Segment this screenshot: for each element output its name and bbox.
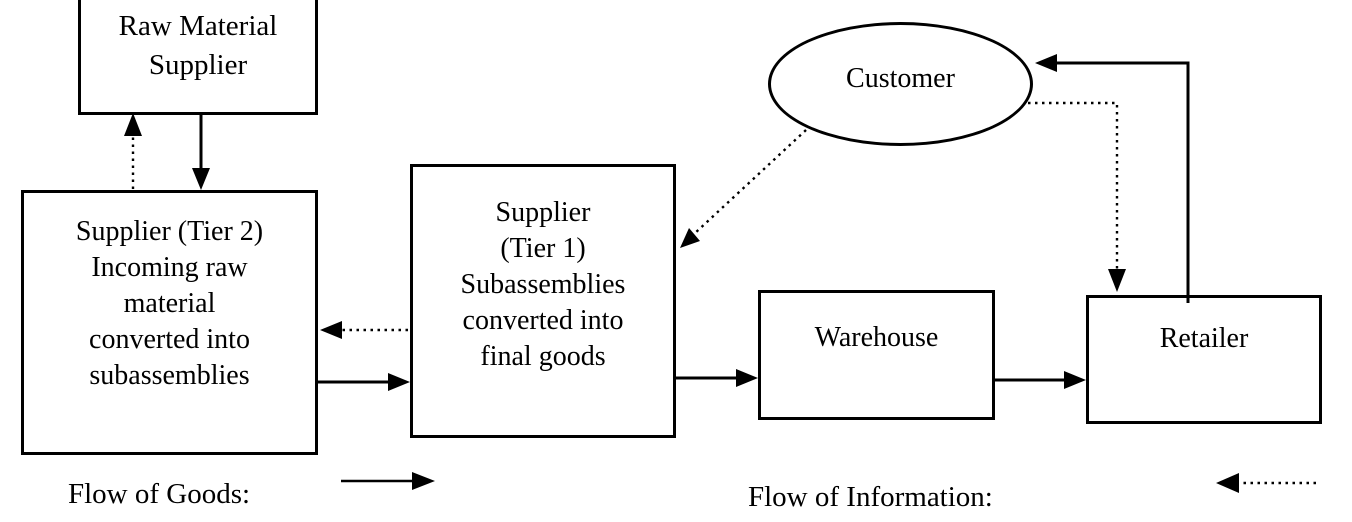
- legend-flow-of-goods-label: Flow of Goods:: [68, 478, 251, 510]
- arrow-goods-warehouse-to-retailer: [995, 371, 1086, 389]
- node-label: Raw Material: [118, 10, 278, 42]
- node-supplier-tier1: Supplier (Tier 1) Subassemblies converte…: [410, 164, 676, 438]
- node-label: final goods: [480, 341, 606, 372]
- node-label: Subassemblies: [460, 269, 626, 300]
- node-label: (Tier 1): [500, 233, 586, 264]
- legend-information-arrow: [1216, 473, 1316, 493]
- arrow-goods-raw-to-tier2: [192, 114, 210, 190]
- node-customer: Customer: [768, 22, 1033, 146]
- arrow-info-customer-to-retailer: [1028, 101, 1126, 292]
- node-label: Incoming raw: [91, 252, 248, 283]
- arrow-info-tier1-to-tier2: [320, 321, 408, 339]
- node-label: Supplier: [148, 49, 248, 81]
- node-raw-material-supplier: Raw Material Supplier: [78, 0, 318, 115]
- node-retailer: Retailer: [1086, 295, 1322, 424]
- node-label: Customer: [846, 63, 955, 94]
- arrow-goods-tier2-to-tier1: [318, 373, 410, 391]
- arrow-info-customer-to-tier1: [680, 129, 807, 248]
- legend-flow-of-information-label: Flow of Information:: [748, 481, 993, 513]
- node-label: Supplier: [495, 197, 591, 228]
- arrow-goods-retailer-to-customer: [1035, 54, 1190, 303]
- node-label: converted into: [89, 324, 250, 355]
- arrow-goods-tier1-to-warehouse: [676, 369, 758, 387]
- node-label: converted into: [462, 305, 624, 336]
- node-label: Supplier (Tier 2): [75, 216, 264, 247]
- node-label: subassemblies: [89, 360, 250, 391]
- node-label: material: [123, 288, 216, 319]
- node-label: Retailer: [1159, 323, 1249, 354]
- legend-goods-arrow: [341, 472, 435, 490]
- node-label: Warehouse: [814, 322, 939, 353]
- arrow-info-tier2-to-raw: [124, 113, 142, 189]
- node-supplier-tier2: Supplier (Tier 2) Incoming raw material …: [21, 190, 318, 455]
- node-warehouse: Warehouse: [758, 290, 995, 420]
